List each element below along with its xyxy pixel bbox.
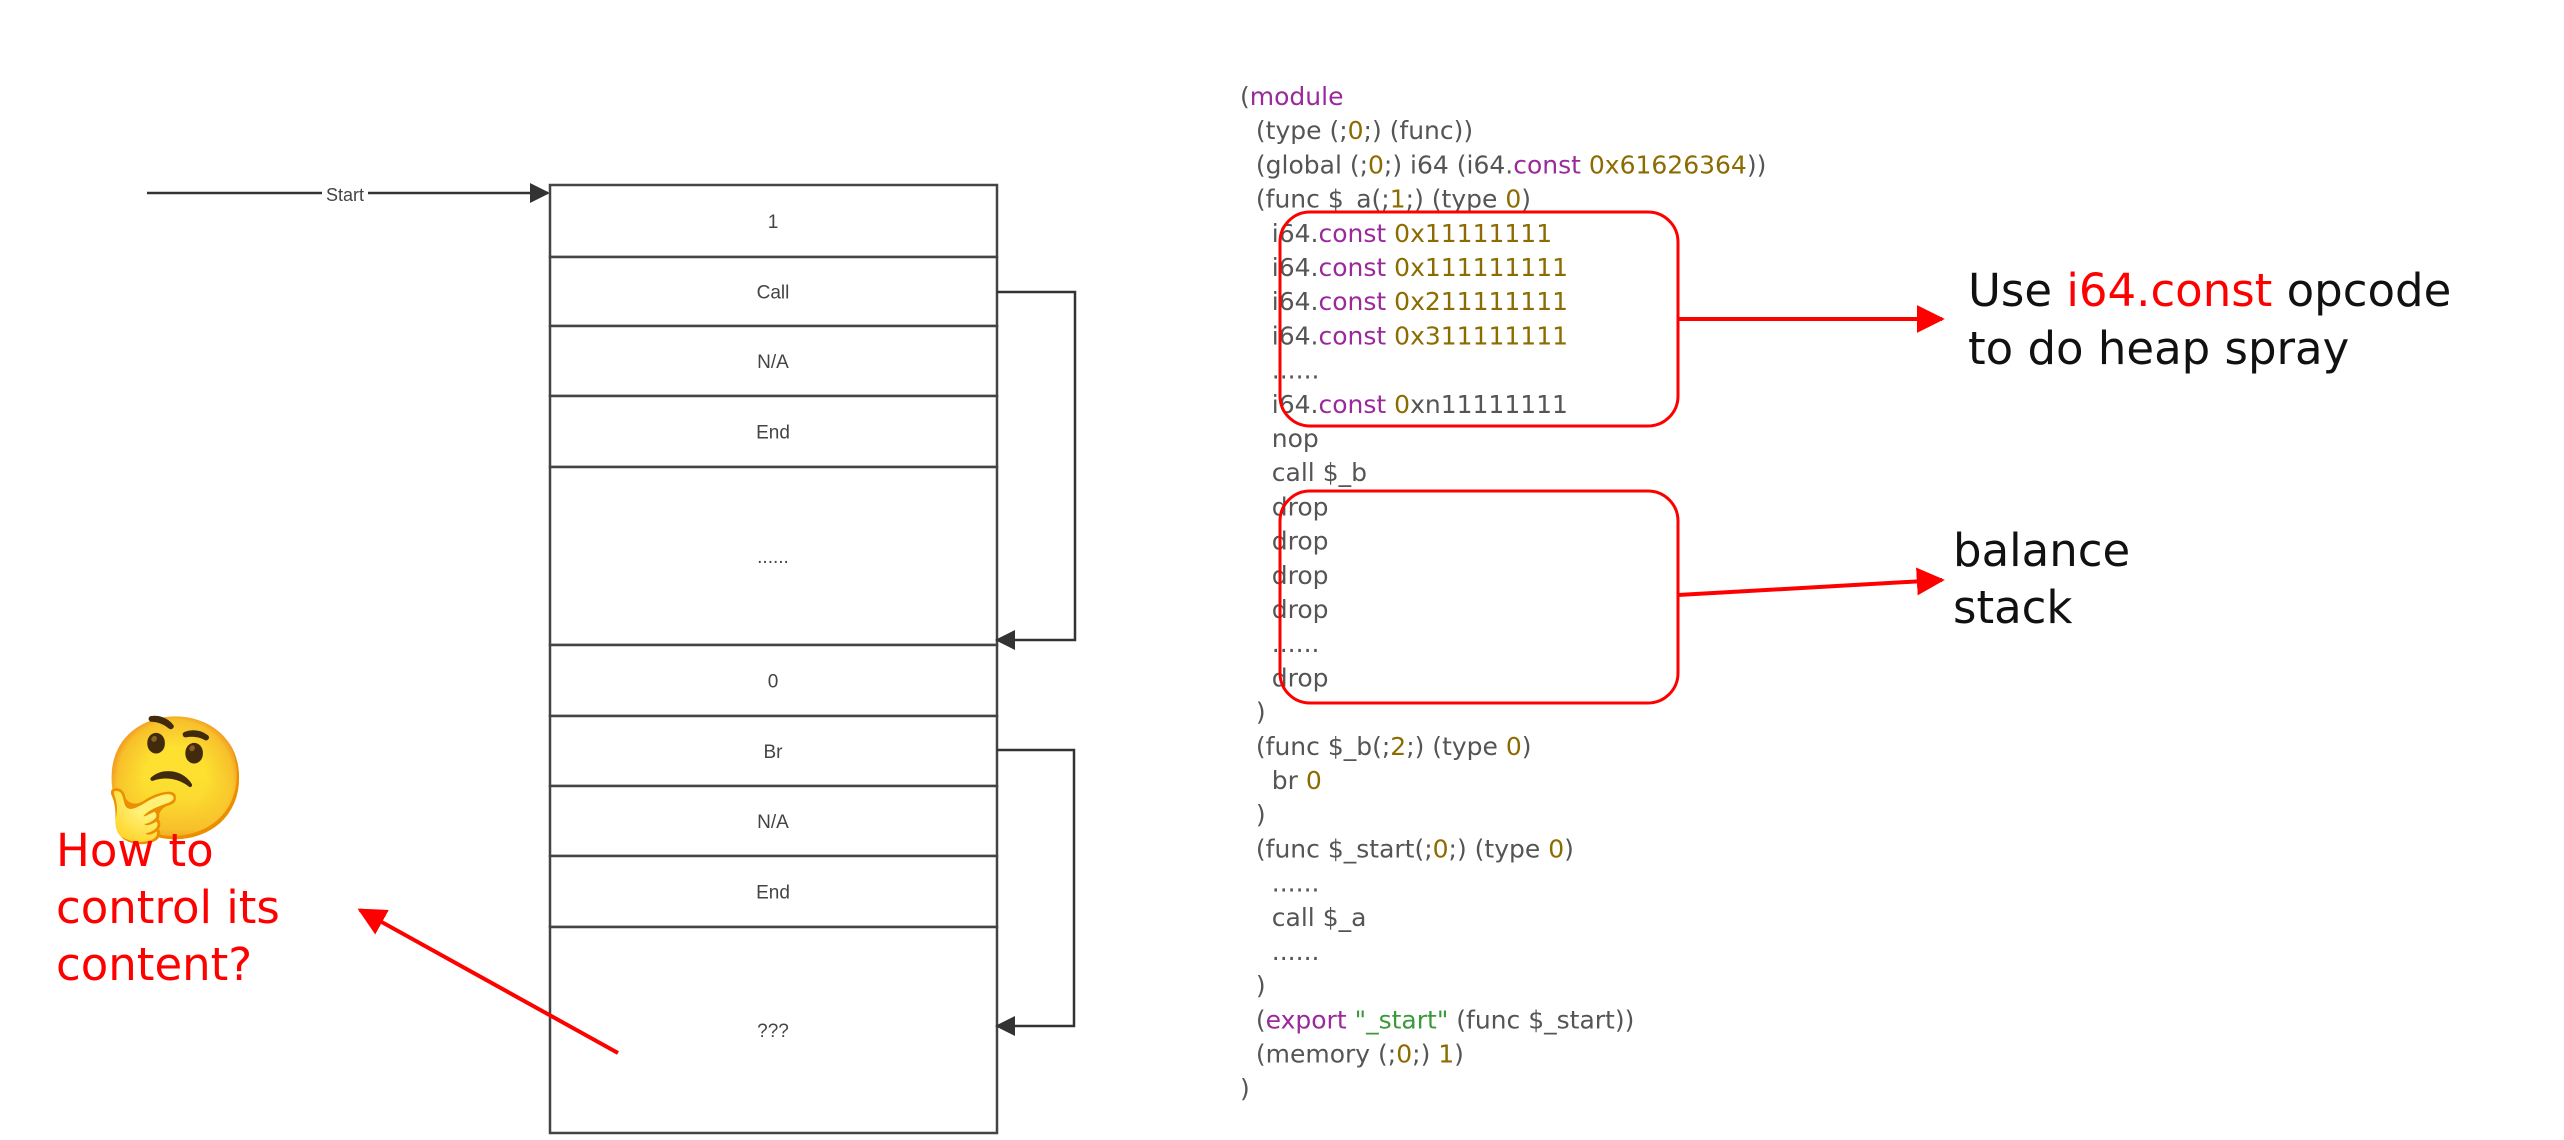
code-line: br 0 — [1240, 766, 1322, 795]
stack-cell — [548, 324, 999, 398]
stack-cell — [548, 643, 999, 718]
question-line: How to — [56, 824, 214, 877]
balance-arrow — [1677, 567, 1945, 597]
drop-highlight-box — [1278, 489, 1680, 705]
stack-cell-label: 1 — [768, 212, 779, 233]
code-line: (type (;0;) (func)) — [1240, 116, 1473, 145]
code-listing: (module (type (;0;) (func)) (global (;0;… — [1240, 82, 1766, 1103]
start-label: Start — [326, 185, 364, 205]
code-line: (module — [1240, 82, 1343, 111]
balance-note-line: balance — [1953, 524, 2130, 577]
question-line: content? — [56, 938, 252, 991]
code-line: (export "_start" (func $_start)) — [1240, 1005, 1634, 1034]
stack-cell — [548, 854, 999, 929]
stack-cell-label: ??? — [757, 1021, 789, 1042]
call-flow-arrow — [995, 290, 1077, 650]
code-line: i64.const 0x311111111 — [1240, 321, 1568, 350]
stack-cell — [548, 465, 999, 647]
spray-note-line2: to do heap spray — [1968, 322, 2349, 375]
br-flow-arrow — [995, 748, 1076, 1036]
balance-note-line: stack — [1953, 581, 2072, 634]
code-line: call $_b — [1240, 458, 1367, 487]
code-line: (global (;0;) i64 (i64.const 0x61626364)… — [1240, 150, 1766, 179]
code-line: (func $_b(;2;) (type 0) — [1240, 732, 1532, 761]
question-arrow — [357, 908, 619, 1055]
code-line: drop — [1240, 527, 1329, 556]
start-arrow: Start — [147, 181, 550, 205]
stack-cell-label: ...... — [757, 547, 789, 568]
code-line: ) — [1240, 1074, 1250, 1103]
code-line: ...... — [1240, 937, 1319, 966]
stack-cell — [548, 183, 999, 259]
spray-note-line1: Use i64.const opcode — [1968, 264, 2451, 317]
code-line: (func $_start(;0;) (type 0) — [1240, 834, 1574, 863]
stack-cell-label: End — [756, 883, 790, 904]
code-line: ) — [1240, 971, 1266, 1000]
code-line: i64.const 0x11111111 — [1240, 219, 1552, 248]
stack-cell-label: 0 — [768, 672, 779, 693]
code-line: ) — [1240, 698, 1266, 727]
thinking-face-icon: 🤔 — [101, 712, 250, 847]
question-line: control its — [56, 881, 280, 934]
stack-cell-label: N/A — [757, 352, 789, 373]
stack-cell-label: Call — [757, 283, 790, 304]
stack-cell-label: End — [756, 423, 790, 444]
stack-cell — [548, 784, 999, 858]
code-line: ) — [1240, 800, 1266, 829]
code-line: i64.const 0x111111111 — [1240, 253, 1568, 282]
code-line: drop — [1240, 561, 1329, 590]
code-line: (memory (;0;) 1) — [1240, 1040, 1464, 1069]
stack-cell-label: Br — [764, 742, 784, 763]
code-line: drop — [1240, 595, 1329, 624]
code-line: i64.const 0xn11111111 — [1240, 390, 1568, 419]
code-line: nop — [1240, 424, 1319, 453]
code-line: ...... — [1240, 869, 1319, 898]
stack-cell — [548, 925, 999, 1135]
code-line: (func $_a(;1;) (type 0) — [1240, 185, 1531, 214]
stack-cell — [548, 394, 999, 469]
code-line: call $_a — [1240, 903, 1366, 932]
stack-cell-label: N/A — [757, 812, 789, 833]
code-line: i64.const 0x211111111 — [1240, 287, 1568, 316]
